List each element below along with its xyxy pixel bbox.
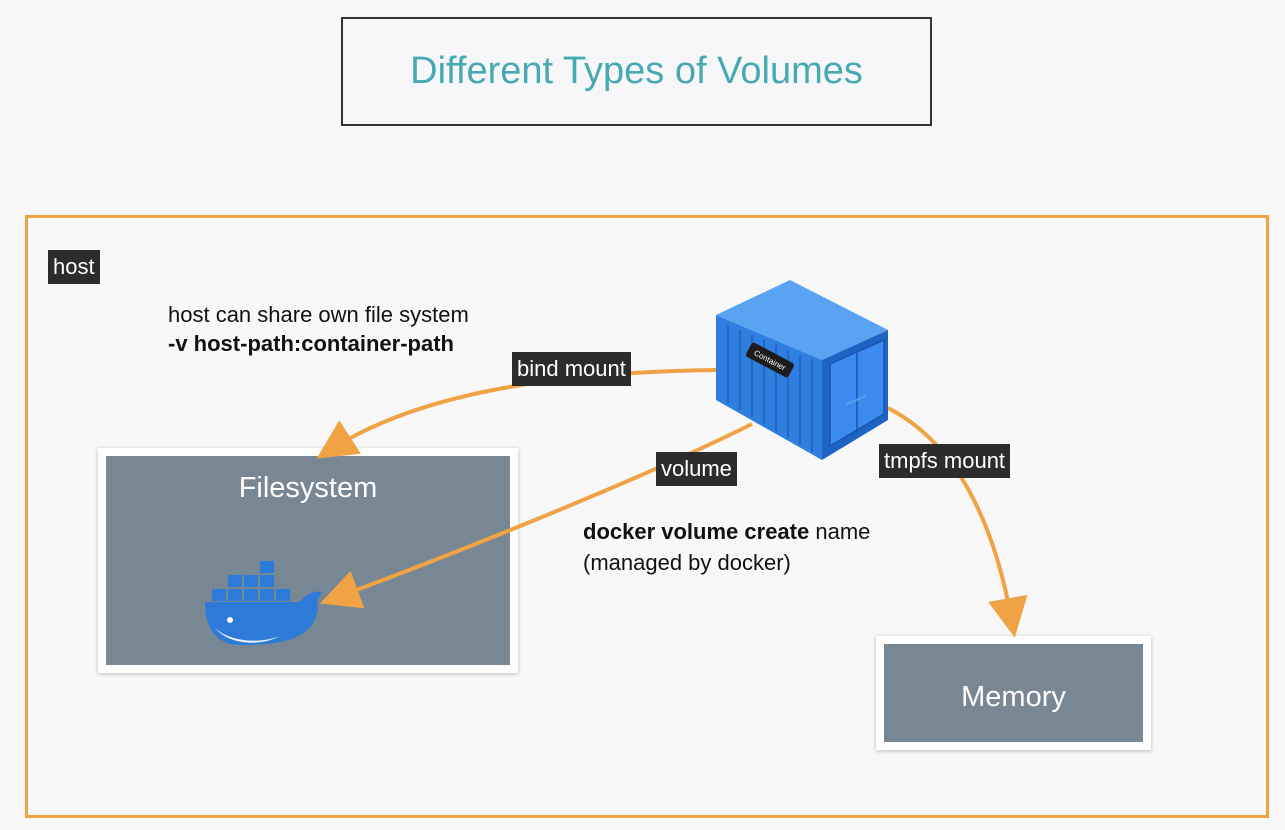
filesystem-panel: Filesystem [98,448,518,673]
tmpfs-mount-arrow [887,406,1028,638]
bind-mount-arrow [316,368,717,459]
title-box: Different Types of Volumes [341,17,932,126]
host-tag: host [48,250,100,284]
host-share-text: host can share own file system [168,302,469,327]
docker-whale-icon [205,561,322,645]
volume-arrow [319,422,753,609]
memory-label: Memory [961,681,1066,713]
filesystem-label: Filesystem [238,472,378,504]
memory-panel: Memory [876,636,1151,750]
slide-title: Different Types of Volumes [410,50,863,92]
filesystem-panel-body: Filesystem [106,456,510,665]
tmpfs-mount-tag: tmpfs mount [879,444,1011,478]
volume-managed-note: (managed by docker) [583,550,791,575]
bind-command: -v host-path:container-path [168,331,454,356]
container-icon: Container [716,280,888,460]
volume-tag: volume [656,452,737,486]
bind-mount-tag: bind mount [512,352,631,386]
volume-command-rest: name [809,519,871,544]
memory-panel-body: Memory [884,644,1143,742]
volume-command-bold: docker volume create [583,519,810,544]
volume-command: docker volume create name [583,519,870,545]
